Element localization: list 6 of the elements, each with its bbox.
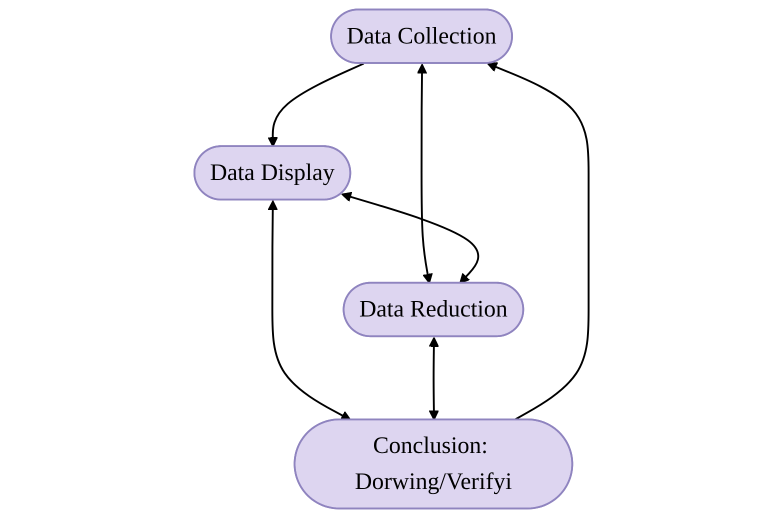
arrow [428,336,440,420]
arrow [486,62,590,421]
arrow [341,192,480,284]
arrow [268,62,364,148]
arrow [416,64,433,284]
arrow [268,200,352,420]
